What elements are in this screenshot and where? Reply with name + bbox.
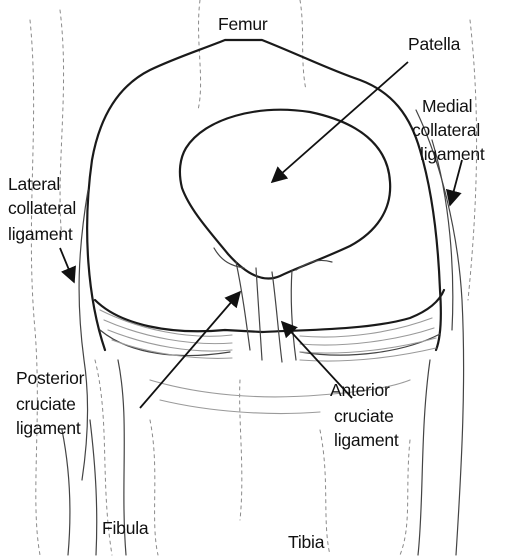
background-sketch xyxy=(30,0,477,555)
posterior-cruciate-ligament-label-line2: cruciate xyxy=(16,394,76,414)
tibia-label: Tibia xyxy=(288,532,325,552)
anterior-cruciate-ligament-label-line2: cruciate xyxy=(334,406,394,426)
meniscus-upper xyxy=(95,290,444,332)
posterior-cruciate-ligament-label-line1: Posterior xyxy=(16,368,85,388)
anterior-cruciate-ligament-label-line1: Anterior xyxy=(330,380,390,400)
posterior-cruciate-ligament-arrow xyxy=(140,292,240,408)
cruciate-ligament-band-right xyxy=(272,270,296,362)
anterior-cruciate-ligament-label-line3: ligament xyxy=(334,430,399,450)
femur-outline xyxy=(87,40,441,350)
patella-label: Patella xyxy=(408,34,461,54)
medial-collateral-ligament-arrow xyxy=(450,160,462,205)
medial-collateral-ligament-label-line1: Medial xyxy=(422,96,472,116)
fibula-outline xyxy=(62,420,97,555)
posterior-cruciate-ligament-label-line3: ligament xyxy=(16,418,81,438)
lateral-collateral-ligament-label-line2: collateral xyxy=(8,198,76,218)
lateral-collateral-ligament-label-line3: ligament xyxy=(8,224,73,244)
femur-label: Femur xyxy=(218,14,268,34)
lateral-collateral-ligament-label-line1: Lateral xyxy=(8,174,60,194)
medial-collateral-ligament-label-line2: collateral xyxy=(412,120,480,140)
lateral-collateral-ligament-arrow xyxy=(60,248,74,282)
patella-outline xyxy=(180,110,390,279)
fibula-label: Fibula xyxy=(102,518,149,538)
tibia-outline-right xyxy=(418,360,430,555)
medial-collateral-ligament-label-line3: ligament xyxy=(420,144,485,164)
